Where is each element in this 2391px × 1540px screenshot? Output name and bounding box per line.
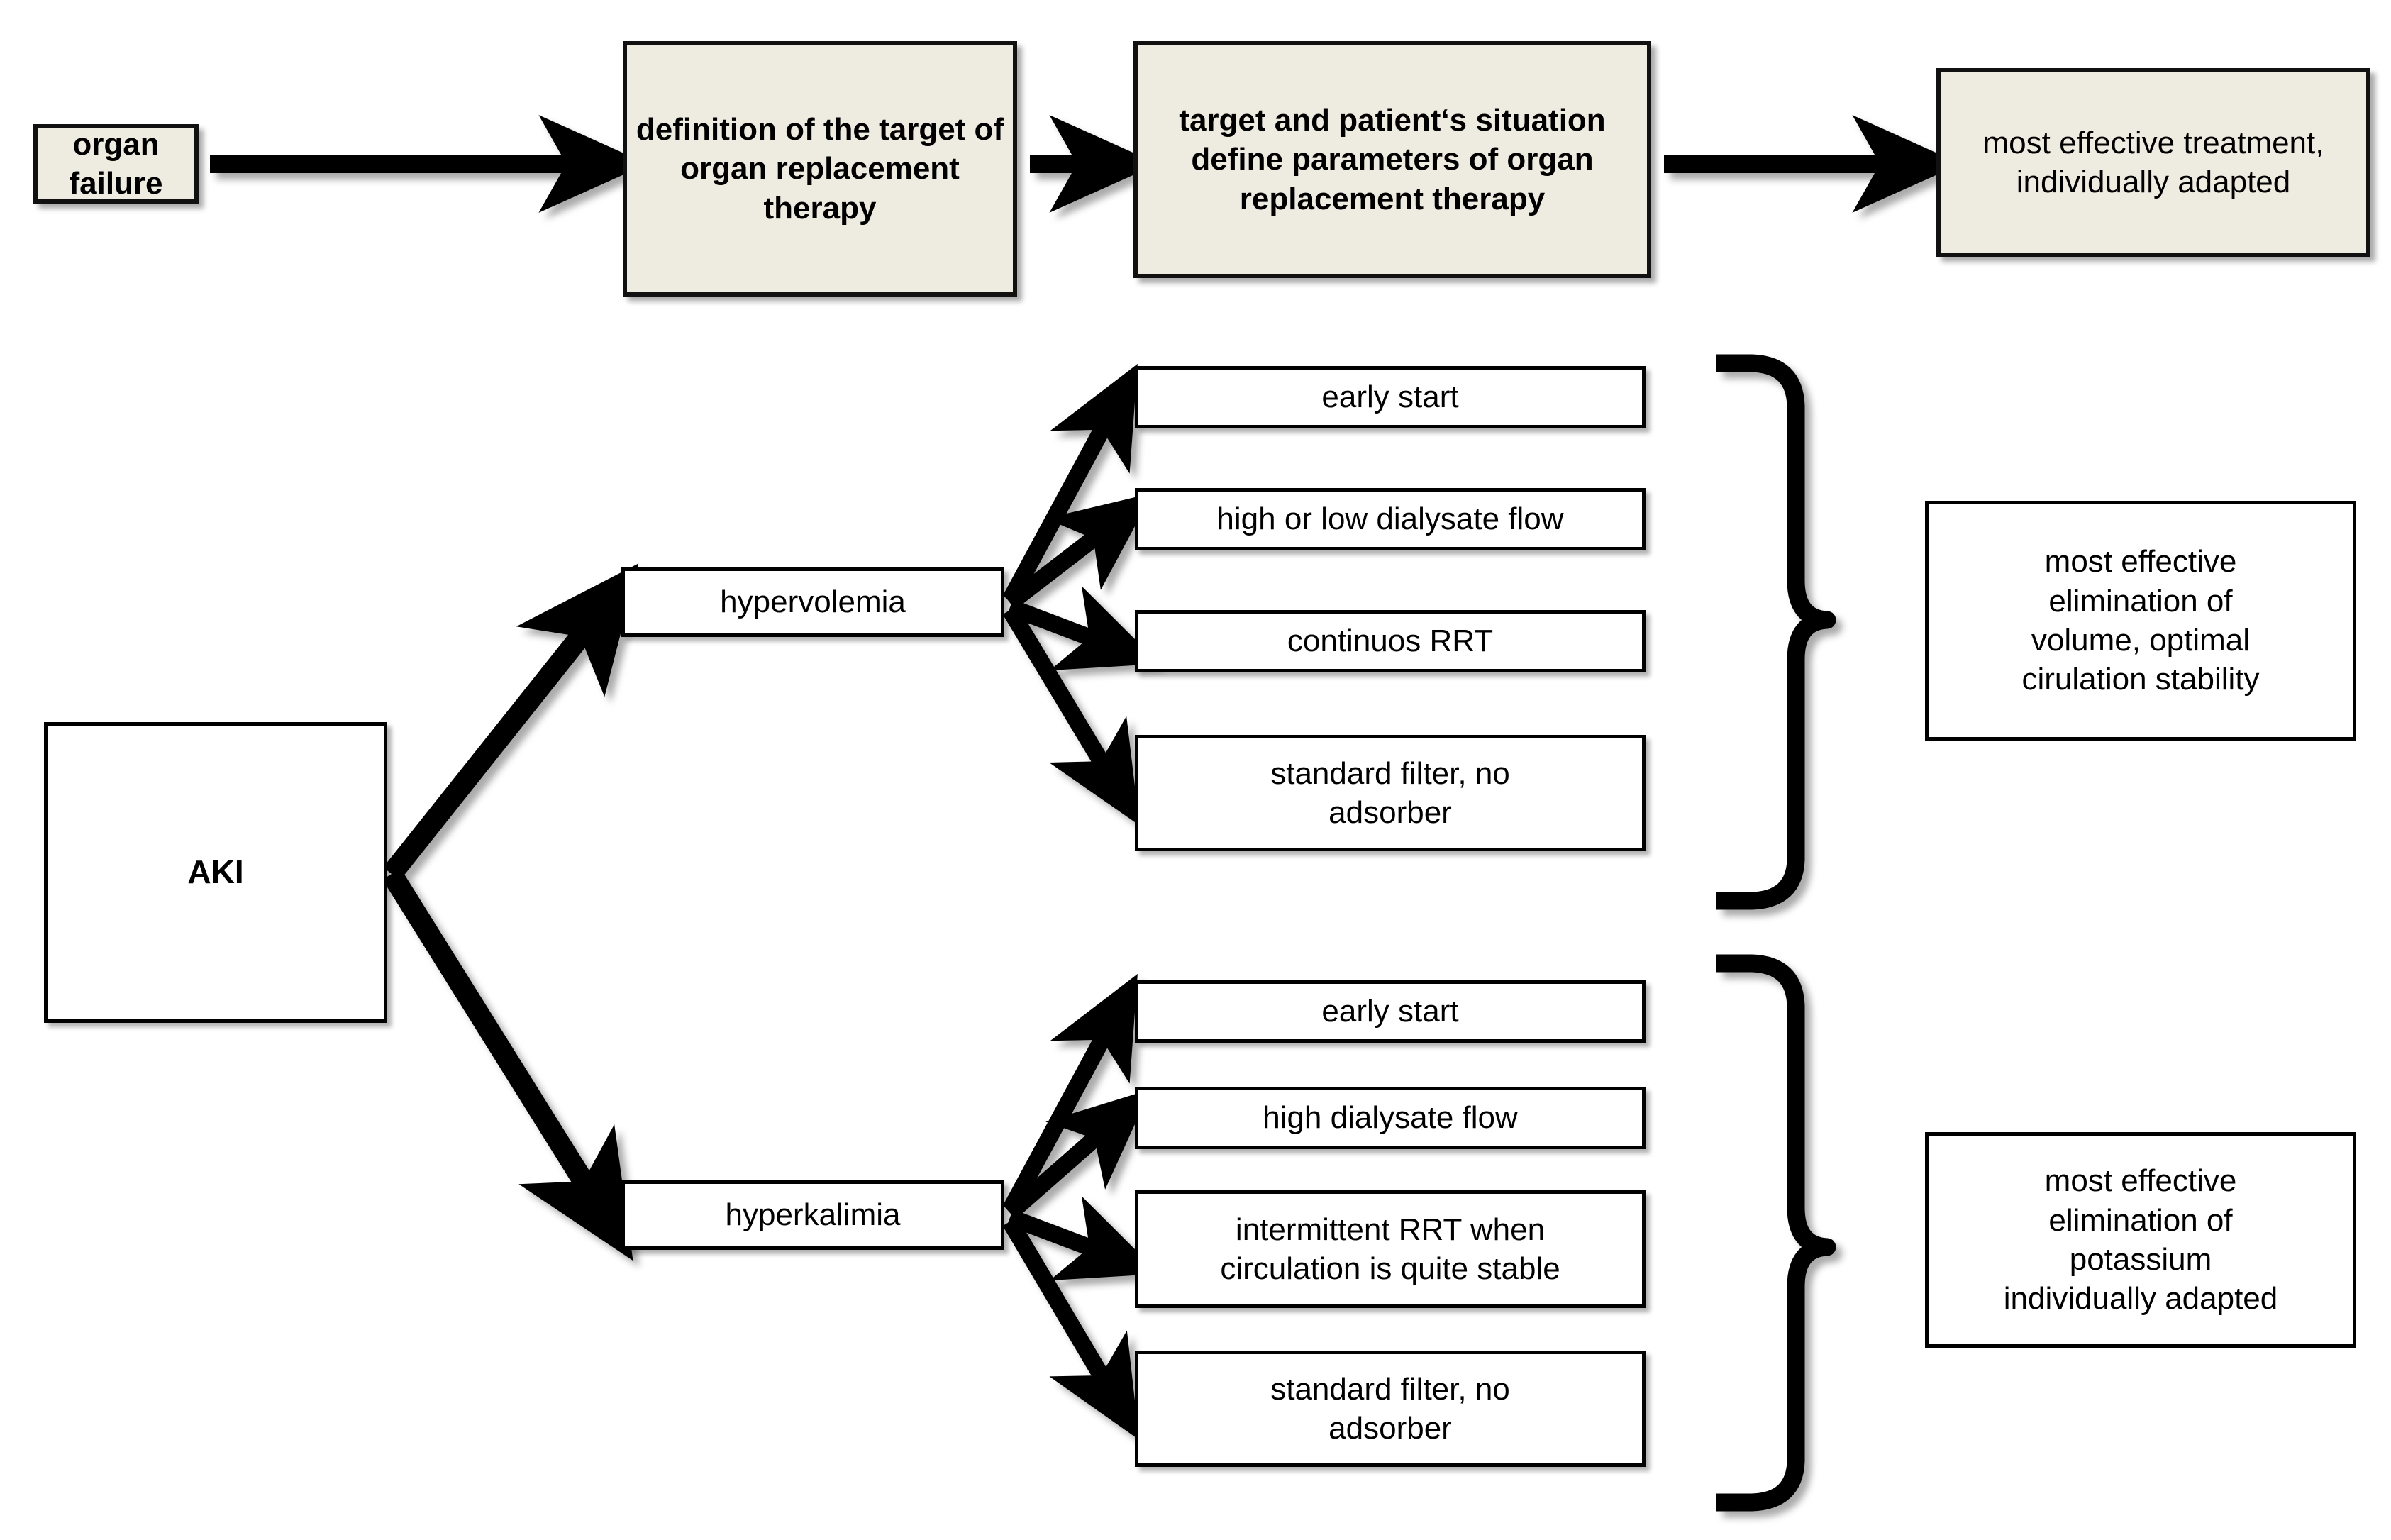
node-definition-of-target-label: definition of the target of organ replac…	[636, 111, 1004, 226]
node-hypervolemia-dialysate-flow-label: high or low dialysate flow	[1216, 502, 1564, 537]
node-hypervolemia-continuous-rrt-label: continuos RRT	[1287, 624, 1494, 659]
arrow-aki-to-hypervolemia	[383, 563, 639, 881]
node-definition-of-target[interactable]: definition of the target of organ replac…	[623, 41, 1017, 297]
node-hypervolemia-label: hypervolemia	[720, 585, 906, 620]
node-hypervolemia-early-start-label: early start	[1321, 380, 1459, 415]
brace-hypervolemia	[1716, 354, 1836, 910]
node-aki-label: AKI	[187, 853, 244, 891]
arrow-hk-early	[1002, 973, 1138, 1214]
node-hyperkalimia-label: hyperkalimia	[725, 1197, 901, 1233]
node-outcome-volume[interactable]: most effective elimination of volume, op…	[1925, 501, 2356, 741]
node-hypervolemia-standard-filter[interactable]: standard filter, no adsorber	[1135, 735, 1646, 851]
arrow-aki-to-hyperkalimia	[382, 868, 633, 1261]
node-most-effective-treatment-label: most effective treatment, individually a…	[1982, 125, 2324, 199]
node-hyperkalimia-standard-filter-label: standard filter, no adsorber	[1270, 1371, 1510, 1446]
arrow-hk-flow	[1004, 1089, 1151, 1220]
arrow-hv-crrt	[1006, 586, 1160, 671]
node-hyperkalimia-intermittent-rrt-label: intermittent RRT when circulation is qui…	[1220, 1212, 1560, 1286]
node-hyperkalimia-early-start-label: early start	[1321, 994, 1459, 1029]
node-hypervolemia-early-start[interactable]: early start	[1135, 366, 1646, 428]
arrow-hk-filter	[1002, 1217, 1140, 1440]
node-hyperkalimia-early-start[interactable]: early start	[1135, 980, 1646, 1043]
node-hypervolemia-dialysate-flow[interactable]: high or low dialysate flow	[1135, 488, 1646, 550]
node-organ-failure[interactable]: organ failure	[33, 124, 199, 204]
node-organ-failure-label: organ failure	[69, 126, 163, 201]
node-outcome-potassium[interactable]: most effective elimination of potassium …	[1925, 1132, 2356, 1348]
node-outcome-volume-label: most effective elimination of volume, op…	[2021, 544, 2260, 697]
arrow-hv-flow	[1004, 492, 1153, 610]
node-outcome-potassium-label: most effective elimination of potassium …	[2003, 1163, 2278, 1317]
brace-hyperkalimia	[1716, 954, 1836, 1512]
arrow-hv-filter	[1002, 605, 1140, 826]
node-most-effective-treatment[interactable]: most effective treatment, individually a…	[1936, 68, 2370, 257]
node-hyperkalimia[interactable]: hyperkalimia	[621, 1180, 1004, 1250]
node-hyperkalimia-standard-filter[interactable]: standard filter, no adsorber	[1135, 1351, 1646, 1467]
node-hypervolemia-standard-filter-label: standard filter, no adsorber	[1270, 755, 1510, 830]
node-hypervolemia-continuous-rrt[interactable]: continuos RRT	[1135, 610, 1646, 672]
node-target-and-patient-situation-label: target and patient‘s situation define pa…	[1179, 102, 1606, 216]
node-target-and-patient-situation[interactable]: target and patient‘s situation define pa…	[1133, 41, 1651, 278]
arrow-hv-early	[1002, 363, 1138, 604]
node-hyperkalimia-dialysate-flow-label: high dialysate flow	[1263, 1100, 1518, 1136]
node-hyperkalimia-intermittent-rrt[interactable]: intermittent RRT when circulation is qui…	[1135, 1190, 1646, 1308]
node-hypervolemia[interactable]: hypervolemia	[621, 567, 1004, 637]
node-hyperkalimia-dialysate-flow[interactable]: high dialysate flow	[1135, 1087, 1646, 1149]
arrow-hk-irrt	[1006, 1196, 1160, 1281]
node-aki[interactable]: AKI	[44, 722, 387, 1023]
